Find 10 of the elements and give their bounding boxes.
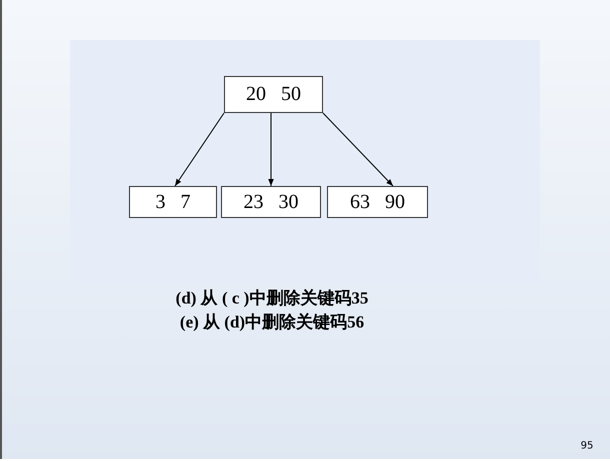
key-node-box: 23 30	[221, 186, 321, 218]
key-node-box: 20 50	[224, 76, 323, 113]
caption-text: (e) 从 (d)中删除关键码56	[180, 312, 364, 334]
caption-text: (d) 从 ( c )中删除关键码35	[176, 288, 368, 310]
page-number: 95	[580, 440, 594, 452]
arrow	[322, 112, 394, 186]
key-node-box: 3 7	[129, 186, 217, 218]
arrow	[174, 112, 224, 186]
arrow	[268, 112, 274, 186]
key-node-box: 63 90	[327, 186, 428, 218]
